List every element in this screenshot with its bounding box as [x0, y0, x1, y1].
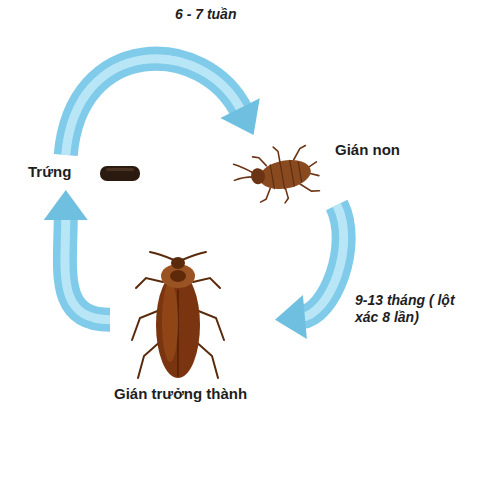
- adult-cockroach: [132, 252, 224, 378]
- node-label: Gián non: [335, 141, 400, 158]
- cycle-arrow: [44, 190, 110, 320]
- arrowhead: [220, 98, 259, 135]
- arrow-highlight: [65, 216, 110, 320]
- nymph-node: Gián non: [235, 135, 420, 205]
- arrow-highlight: [301, 205, 344, 317]
- cycle-arrow: [66, 59, 260, 155]
- arrow-band: [66, 59, 242, 155]
- nymph-cockroach: [230, 140, 323, 211]
- adult-node: Gián trưởng thành: [110, 250, 275, 405]
- duration-label: 6 - 7 tuần: [175, 6, 236, 23]
- arrow-highlight: [66, 59, 242, 155]
- duration-label: 9-13 tháng ( lột xác 8 lần): [355, 292, 467, 326]
- node-label: Gián trưởng thành: [114, 385, 247, 402]
- arrow-band: [65, 216, 110, 320]
- egg-node: Trứng: [22, 155, 147, 190]
- egg-case: [100, 166, 140, 181]
- arrowhead: [44, 190, 88, 220]
- cycle-arrow: [275, 205, 344, 339]
- node-label: Trứng: [28, 163, 71, 180]
- arrowhead: [275, 295, 307, 339]
- arrow-band: [301, 205, 344, 317]
